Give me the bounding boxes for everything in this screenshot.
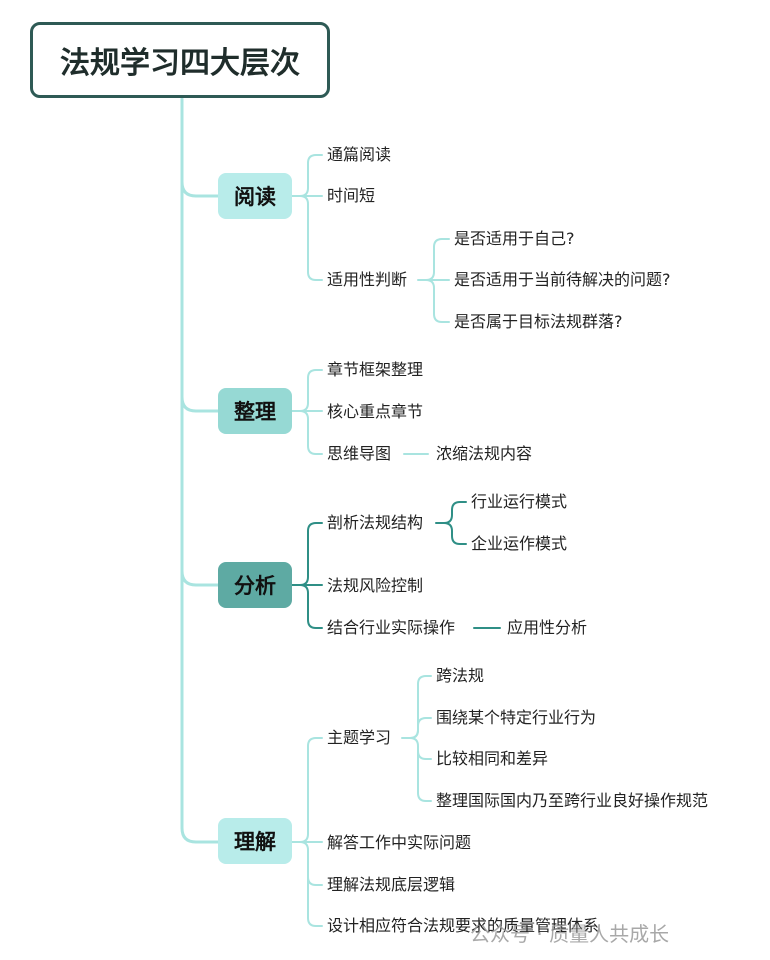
watermark: 公众号 · 质量人共成长: [470, 922, 670, 946]
leaf-short-time: 时间短: [327, 186, 376, 205]
leaf-applicable-problem: 是否适用于当前待解决的问题?: [454, 270, 671, 289]
leaf-best-practices: 整理国际国内乃至跨行业良好操作规范: [436, 791, 709, 810]
organizing-to-item-2: [299, 410, 323, 455]
leaf-applied-analysis: 应用性分析: [507, 618, 588, 637]
trunk-line: [180, 97, 220, 844]
leaf-enterprise-mode: 企业运作模式: [471, 534, 568, 553]
reading-to-item-2: [299, 195, 323, 281]
structure-to-child-1: [443, 522, 467, 545]
trunk-to-organizing: [180, 395, 220, 413]
leaf-topic-study: 主题学习: [327, 728, 392, 747]
leaf-mind-map: 思维导图: [327, 444, 392, 463]
branch-analysis: 分析: [218, 562, 292, 608]
leaf-core-chapters: 核心重点章节: [327, 402, 424, 421]
understanding-to-item-3: [307, 876, 323, 927]
leaf-industry-mode: 行业运行模式: [471, 492, 568, 511]
leaf-underlying-logic: 理解法规底层逻辑: [327, 875, 456, 894]
analysis-to-item-0: [291, 522, 323, 586]
leaf-condense-content: 浓缩法规内容: [436, 444, 533, 463]
leaf-chapter-framework: 章节框架整理: [327, 360, 424, 379]
leaf-specific-behavior: 围绕某个特定行业行为: [436, 708, 597, 727]
leaf-answer-problems: 解答工作中实际问题: [327, 833, 472, 852]
leaf-industry-practice: 结合行业实际操作: [327, 618, 456, 637]
analysis-to-item-2: [299, 584, 323, 629]
organizing-to-item-0: [291, 369, 323, 412]
applicability-to-child-2: [425, 279, 450, 323]
leaf-target-group: 是否属于目标法规群落?: [454, 312, 623, 331]
branch-understanding: 理解: [218, 818, 292, 864]
leaf-design-qms: 设计相应符合法规要求的质量管理体系: [327, 916, 600, 935]
trunk-to-reading: [180, 180, 220, 198]
topic-to-child-0: [401, 675, 432, 739]
understanding-to-item-0: [291, 737, 323, 843]
leaf-full-reading: 通篇阅读: [327, 145, 392, 164]
trunk-to-analysis: [180, 569, 220, 587]
structure-to-child-0: [435, 501, 467, 524]
topic-to-child-1: [409, 717, 432, 739]
branch-organizing: 整理: [218, 388, 292, 434]
leaf-risk-control: 法规风险控制: [327, 576, 424, 595]
applicability-to-child-0: [417, 238, 450, 281]
topic-to-child-2: [409, 737, 432, 760]
leaf-dissect-structure: 剖析法规结构: [327, 513, 424, 532]
reading-to-item-0: [291, 154, 323, 197]
understanding-to-item-2: [299, 841, 323, 886]
leaf-cross-regulation: 跨法规: [436, 666, 485, 685]
topic-to-child-3: [417, 750, 432, 802]
leaf-compare-differences: 比较相同和差异: [436, 749, 549, 768]
branch-reading: 阅读: [218, 173, 292, 219]
root-title: 法规学习四大层次: [30, 22, 330, 98]
leaf-applicable-self: 是否适用于自己?: [454, 229, 575, 248]
leaf-applicability: 适用性判断: [327, 270, 408, 289]
